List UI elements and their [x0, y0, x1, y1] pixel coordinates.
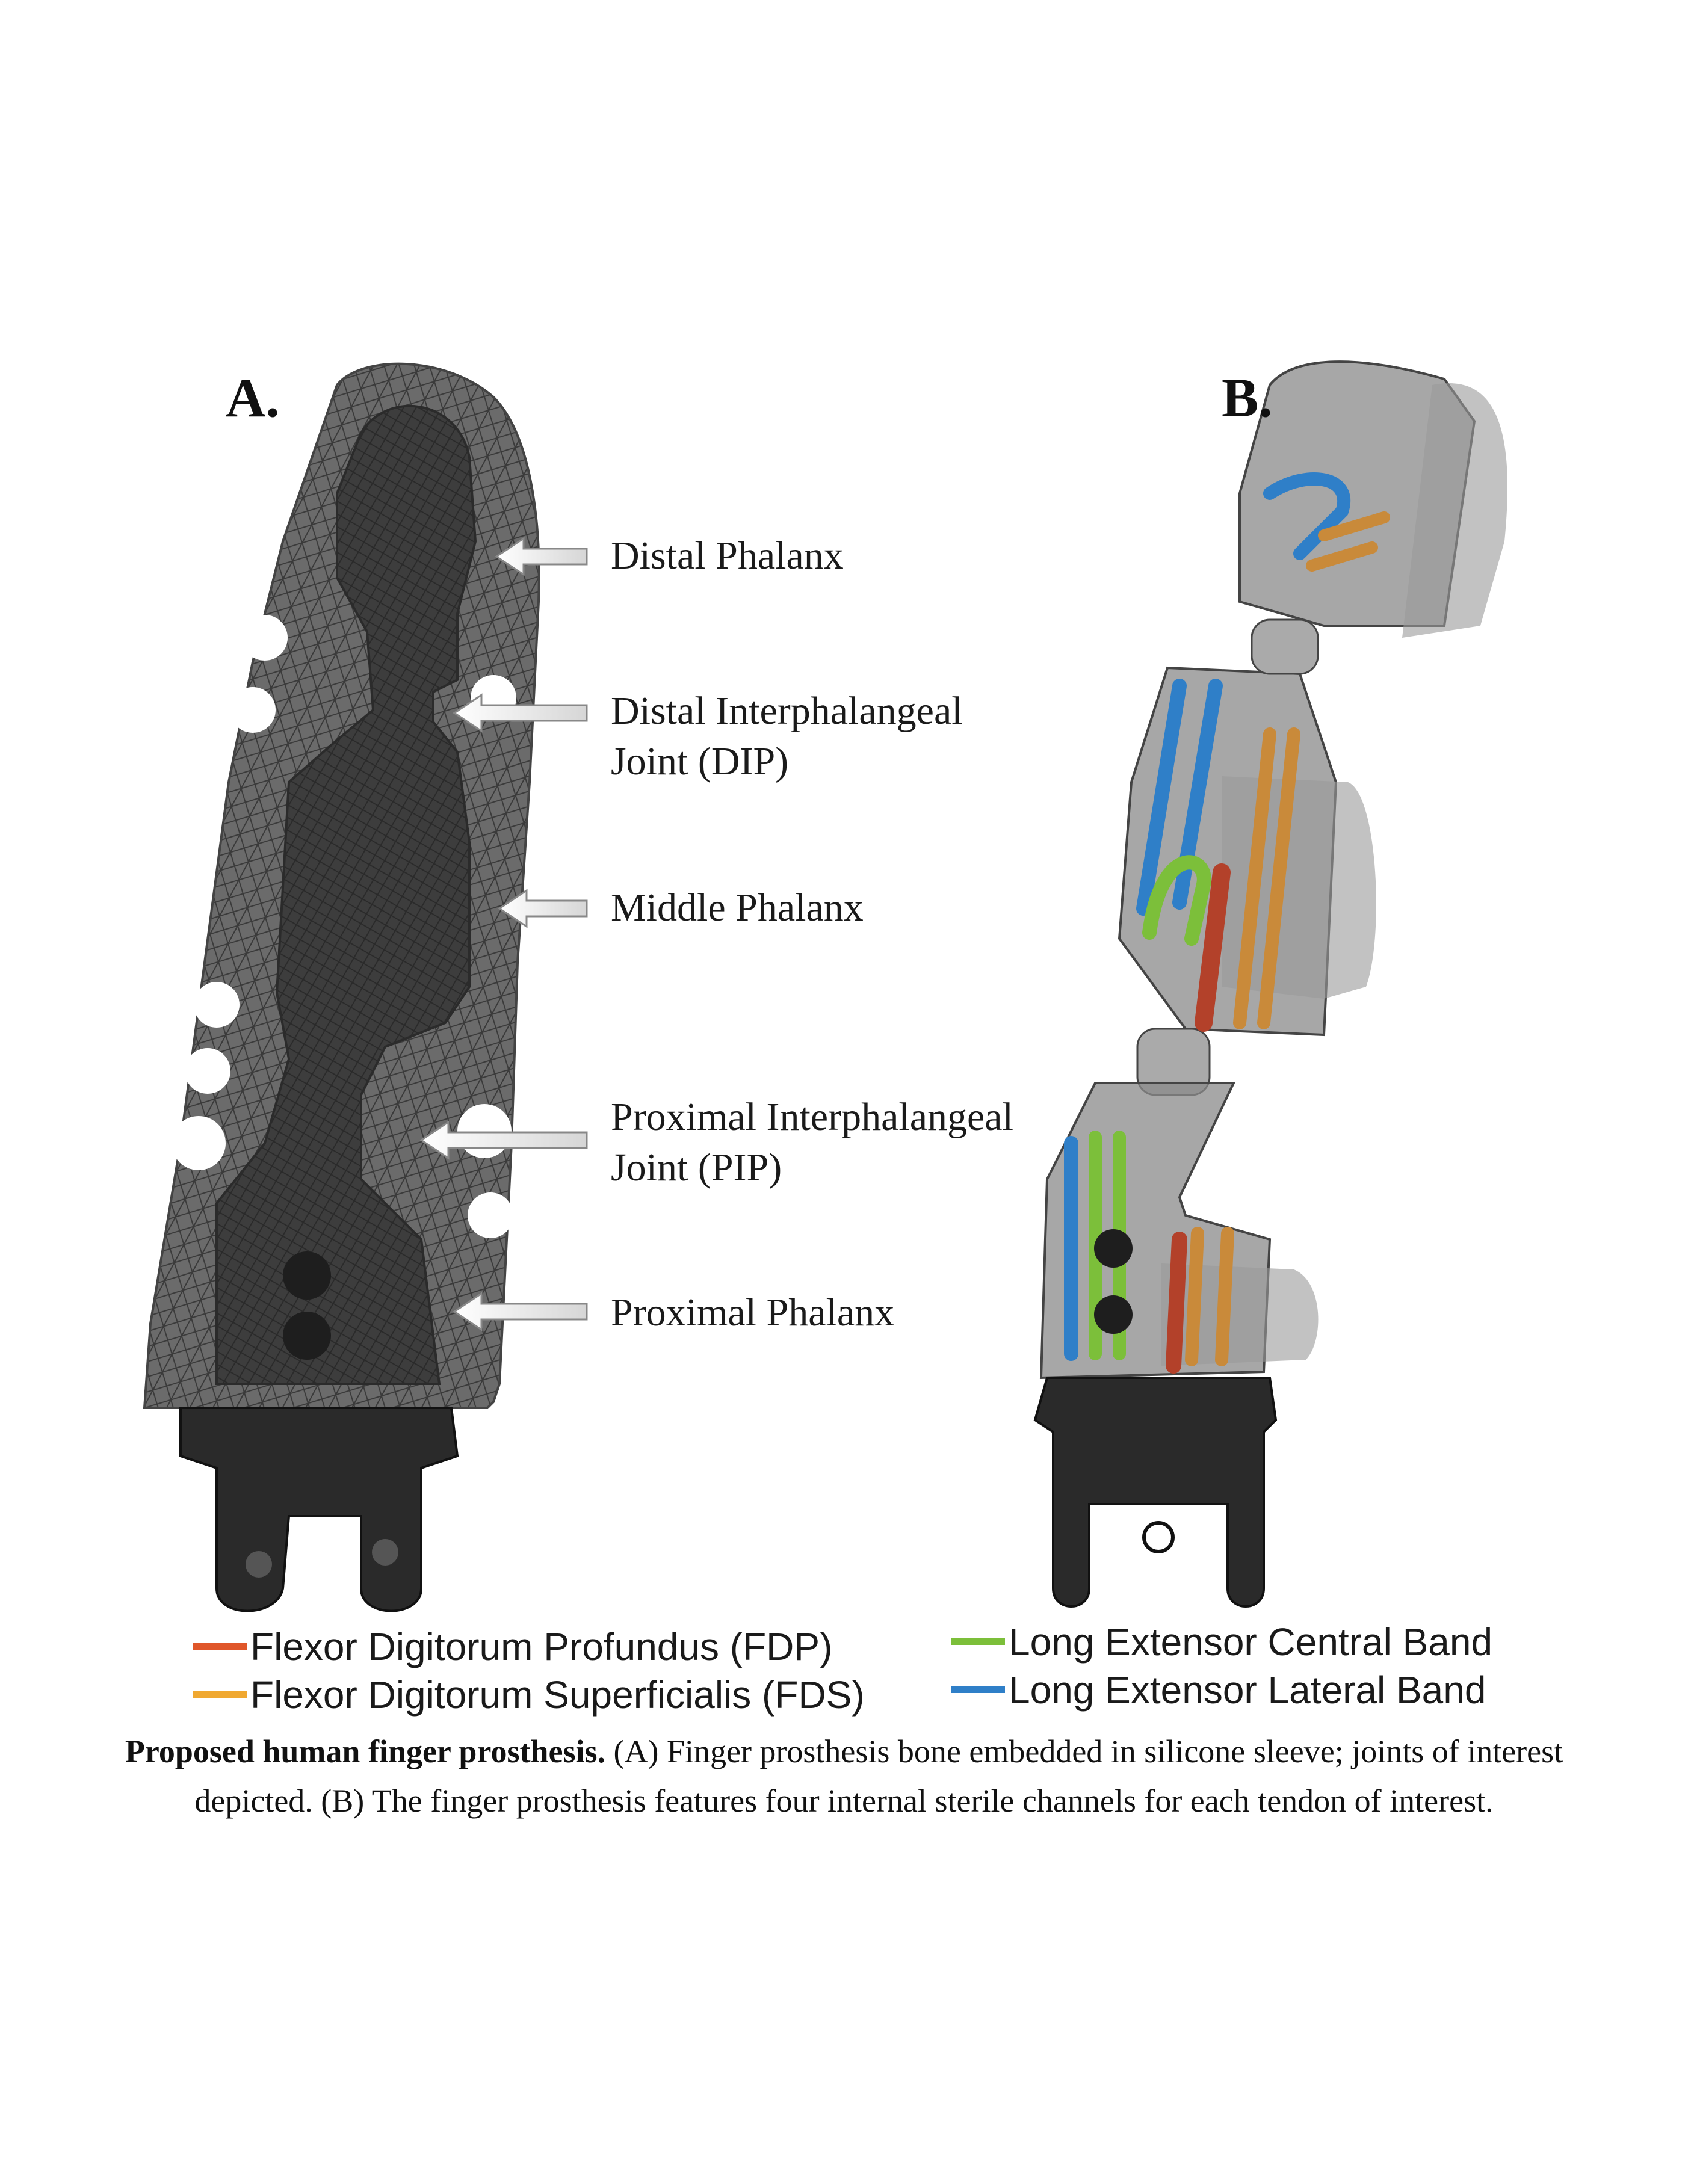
label-dip-line1: Distal Interphalangeal [611, 689, 963, 733]
label-pip-line2: Joint (PIP) [611, 1146, 782, 1189]
screw-hole [283, 1312, 331, 1360]
cutout-circle [172, 1116, 226, 1170]
screw-hole [1094, 1295, 1133, 1334]
lateral-band-channel [1136, 679, 1187, 916]
cutout-circle [230, 687, 276, 733]
legend-label-fdp: Flexor Digitorum Profundus (FDP) [250, 1625, 833, 1668]
cutout-circle [194, 982, 240, 1028]
cutout-circle [457, 1104, 512, 1158]
legend-item-fdp: Flexor Digitorum Profundus (FDP) [193, 1624, 832, 1669]
legend-label-fds: Flexor Digitorum Superficialis (FDS) [250, 1673, 865, 1717]
mount-base [179, 1407, 459, 1612]
dip-joint [1251, 618, 1319, 675]
central-band-channel [1142, 855, 1211, 946]
fdp-channel [1195, 863, 1231, 1032]
mount-base [1033, 1377, 1278, 1608]
fds-channel [1233, 727, 1300, 1029]
caption-title: Proposed human finger prosthesis. [125, 1733, 605, 1769]
mount-hole [1142, 1521, 1175, 1553]
arrow-dip [453, 693, 588, 733]
label-dip-line2: Joint (DIP) [611, 739, 789, 783]
legend-swatch-lateral-band [951, 1686, 1005, 1694]
cutout-circle [185, 1048, 230, 1094]
fds-channel [1306, 511, 1390, 572]
label-pip-line1: Proximal Interphalangeal [611, 1095, 1013, 1139]
cutout-circle [242, 615, 288, 661]
legend-label-central-band: Long Extensor Central Band [1009, 1620, 1493, 1664]
label-distal-phalanx: Distal Phalanx [611, 534, 844, 578]
mount-hole [246, 1551, 272, 1578]
legend-swatch-central-band [951, 1638, 1005, 1646]
prosthesis-bone [215, 404, 477, 1385]
legend-item-fds: Flexor Digitorum Superficialis (FDS) [193, 1673, 865, 1717]
caption-text: (A) Finger prosthesis bone embedded in s… [194, 1733, 1563, 1819]
screw-hole [1094, 1229, 1133, 1268]
arrow-pip [419, 1120, 588, 1160]
arrow-middle-phalanx [498, 889, 588, 928]
arrow-proximal-phalanx [453, 1292, 588, 1331]
panel-a-drawing [143, 362, 540, 1612]
arrow-distal-phalanx [495, 537, 588, 576]
panel-b-drawing [1033, 360, 1507, 1608]
legend-item-central-band: Long Extensor Central Band [951, 1620, 1492, 1664]
figure-caption: Proposed human finger prosthesis. (A) Fi… [96, 1727, 1592, 1825]
legend-item-lateral-band: Long Extensor Lateral Band [951, 1668, 1486, 1712]
fdp-channel [1166, 1232, 1187, 1374]
soft-pad [1402, 383, 1507, 638]
label-middle-phalanx: Middle Phalanx [611, 886, 864, 930]
label-proximal-phalanx: Proximal Phalanx [611, 1291, 895, 1334]
annotation-arrows [419, 537, 588, 1331]
panel-a-label: A. [226, 367, 280, 428]
cutout-circle [468, 1192, 513, 1238]
legend-label-lateral-band: Long Extensor Lateral Band [1009, 1668, 1486, 1712]
mount-hole [372, 1539, 398, 1566]
legend-swatch-fdp [193, 1643, 247, 1650]
screw-hole [283, 1251, 331, 1300]
lateral-band-channel [1263, 472, 1350, 560]
fds-channel [1185, 1227, 1234, 1366]
panel-b-label: B. [1222, 367, 1273, 428]
legend-swatch-fds [193, 1691, 247, 1698]
